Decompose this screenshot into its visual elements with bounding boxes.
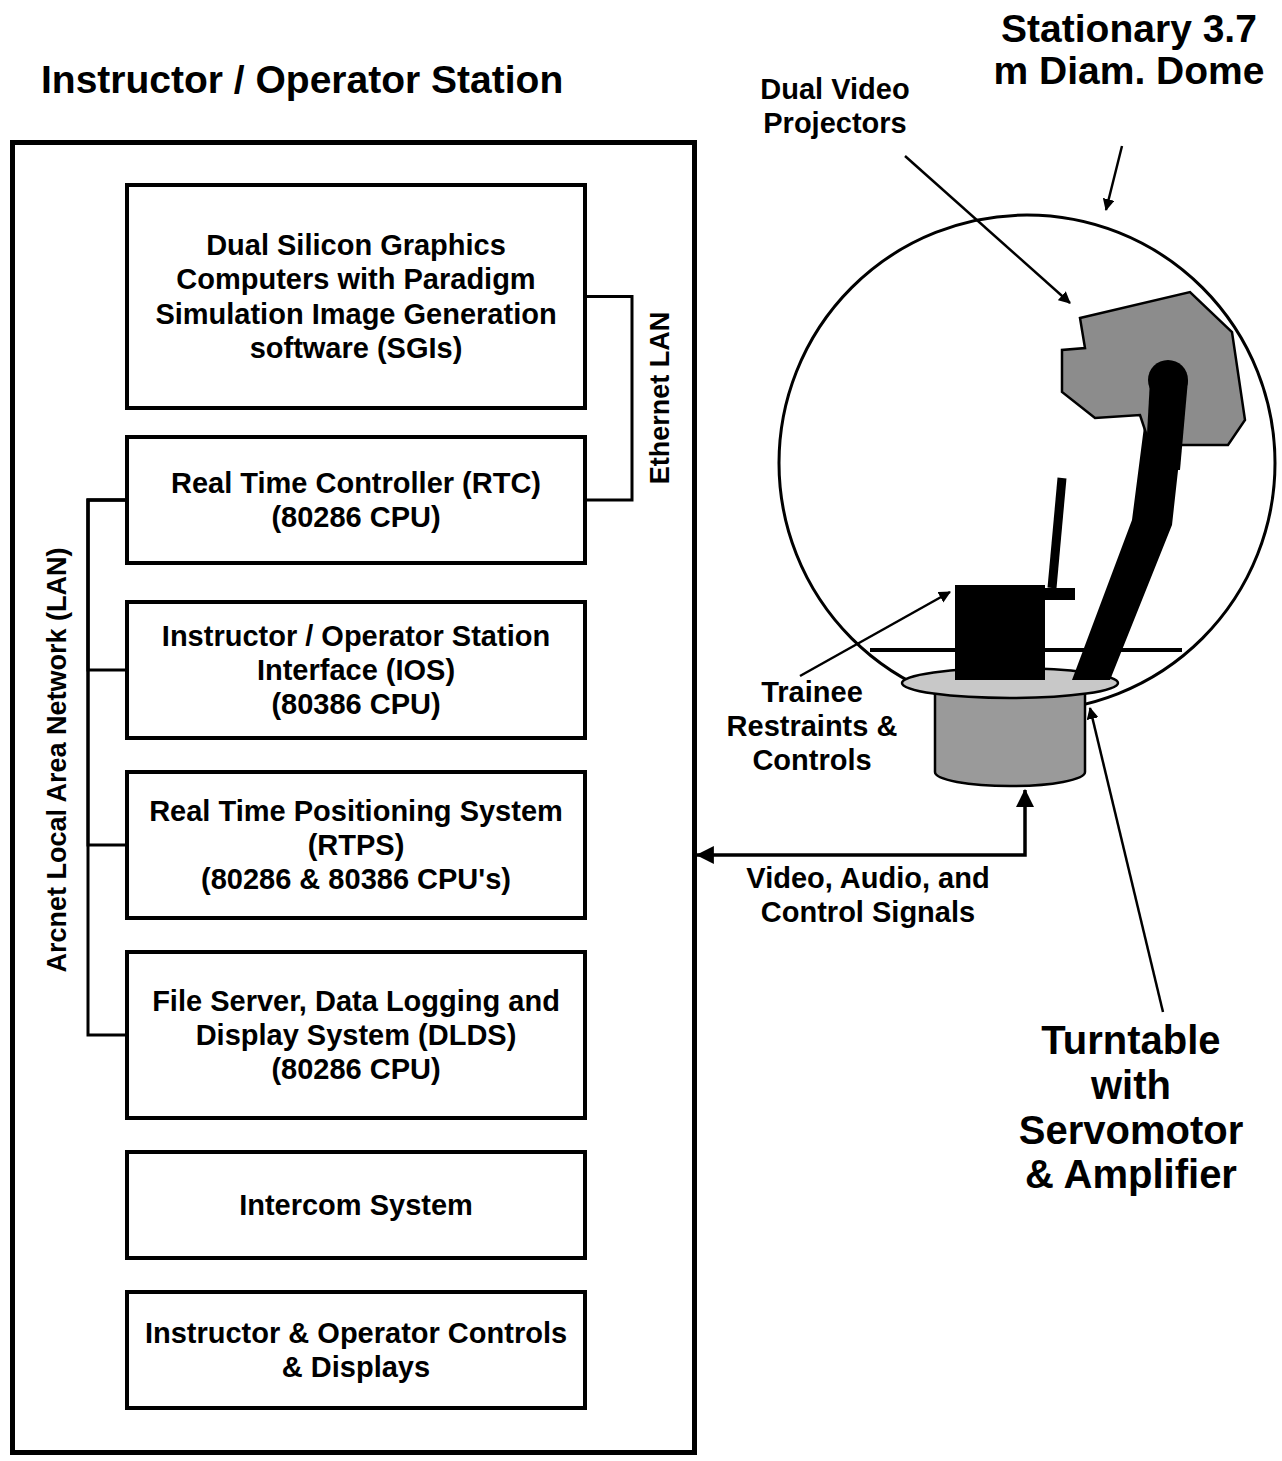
box-text: Intercom System (239, 1188, 473, 1222)
station-panel: Instructor / Operator StationDual Silico… (10, 140, 697, 1455)
server-box: File Server, Data Logging and Display Sy… (125, 950, 587, 1120)
controls-box: Instructor & Operator Controls & Display… (125, 1290, 587, 1410)
box-text: (80286 & 80386 CPU's) (201, 862, 511, 896)
box-text: (80286 CPU) (271, 500, 440, 534)
box-text: Instructor / Operator Station Interface … (139, 619, 573, 687)
projector-label: Dual Video Projectors (725, 72, 945, 140)
intercom-box: Intercom System (125, 1150, 587, 1260)
arcnet-bus (88, 500, 125, 1035)
heading-text: Instructor / Operator Station (41, 57, 741, 104)
interface-box: Instructor / Operator Station Interface … (125, 600, 587, 740)
box-text: (80386 CPU) (271, 687, 440, 721)
restraint-bar (955, 588, 1075, 600)
signal-label: Video, Audio, and Control Signals (743, 861, 993, 929)
dome-circle (779, 215, 1275, 711)
heading-text: Stationary 3.7 m Diam. Dome (989, 8, 1269, 92)
bus-label: Arcnet Local Area Network (LAN) (42, 547, 74, 972)
turntable-label: Turntable with Servomotor & Amplifier (1005, 1018, 1257, 1197)
controller-box: Real Time Controller (RTC)(80286 CPU) (125, 435, 587, 565)
projector-arm (1072, 380, 1188, 680)
projector-leader (905, 156, 1070, 303)
restraint-label: Trainee Restraints & Controls (712, 675, 912, 778)
box-text: Real Time Positioning System (RTPS) (139, 794, 573, 862)
projector-mount (1145, 380, 1188, 470)
arcnet-bus (88, 500, 125, 845)
dome-leader (1106, 146, 1122, 210)
signal-link (697, 790, 1025, 855)
turntable-leader (1090, 708, 1163, 1012)
network-label: Ethernet LAN (645, 312, 677, 485)
box-text: (80286 CPU) (271, 1052, 440, 1086)
ethernet-link (587, 297, 632, 501)
computer-box: Dual Silicon Graphics Computers with Par… (125, 183, 587, 410)
box-text: File Server, Data Logging and Display Sy… (139, 984, 573, 1052)
box-text: Dual Silicon Graphics Computers with Par… (139, 228, 573, 365)
box-text: Real Time Controller (RTC) (171, 466, 541, 500)
box-text: Instructor & Operator Controls & Display… (139, 1316, 573, 1384)
positioning-box: Real Time Positioning System (RTPS)(8028… (125, 770, 587, 920)
control-stick (1052, 478, 1062, 588)
arcnet-bus (88, 500, 125, 670)
